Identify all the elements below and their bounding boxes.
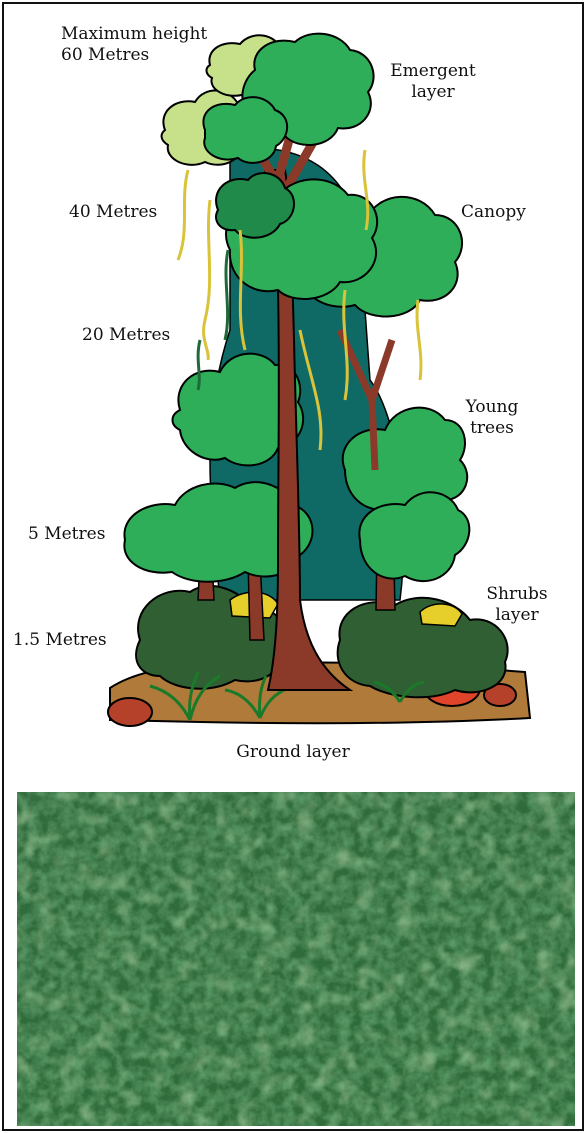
label-max-height: Maximum height <box>61 24 207 45</box>
label-shrubs: Shrubs <box>475 584 559 605</box>
yellow-shrub <box>420 604 462 626</box>
ground-rock <box>108 698 152 726</box>
label-20-metres: 20 Metres <box>82 325 170 346</box>
label-5-metres: 5 Metres <box>28 524 105 545</box>
label-40-metres: 40 Metres <box>69 202 157 223</box>
forest-layers-diagram <box>0 0 586 790</box>
label-1-5-metres: 1.5 Metres <box>13 630 107 651</box>
label-emergent: Emergent <box>378 61 488 82</box>
label-emergent-layer: layer <box>378 82 488 103</box>
forest-canopy-photo <box>17 792 575 1126</box>
label-60-metres: 60 Metres <box>61 45 149 66</box>
label-young: Young <box>450 397 534 418</box>
label-young-trees: trees <box>450 418 534 439</box>
label-ground-layer: Ground layer <box>0 742 586 762</box>
label-shrubs-layer: layer <box>475 605 559 626</box>
label-canopy: Canopy <box>461 202 526 223</box>
